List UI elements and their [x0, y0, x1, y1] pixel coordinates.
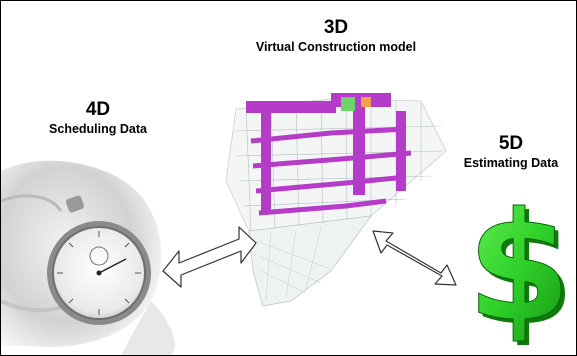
label-5d-title: 5D	[498, 133, 524, 154]
label-3d-title: 3D	[323, 17, 349, 38]
label-5d: 5D Estimating Data	[446, 133, 576, 171]
dollar-sign-icon: $ $	[466, 181, 575, 356]
label-4d-title: 4D	[85, 99, 111, 120]
double-arrow-icon	[162, 226, 257, 288]
double-arrow-icon	[372, 230, 457, 286]
label-4d: 4D Scheduling Data	[23, 99, 173, 137]
label-3d-subtitle: Virtual Construction model	[255, 40, 417, 54]
svg-text:$: $	[471, 185, 575, 355]
stopwatch-icon	[1, 160, 175, 355]
building-model-icon	[225, 93, 447, 307]
label-3d: 3D Virtual Construction model	[206, 17, 466, 55]
label-4d-subtitle: Scheduling Data	[49, 122, 147, 136]
label-5d-subtitle: Estimating Data	[463, 156, 559, 170]
svg-text:$: $	[467, 181, 571, 355]
